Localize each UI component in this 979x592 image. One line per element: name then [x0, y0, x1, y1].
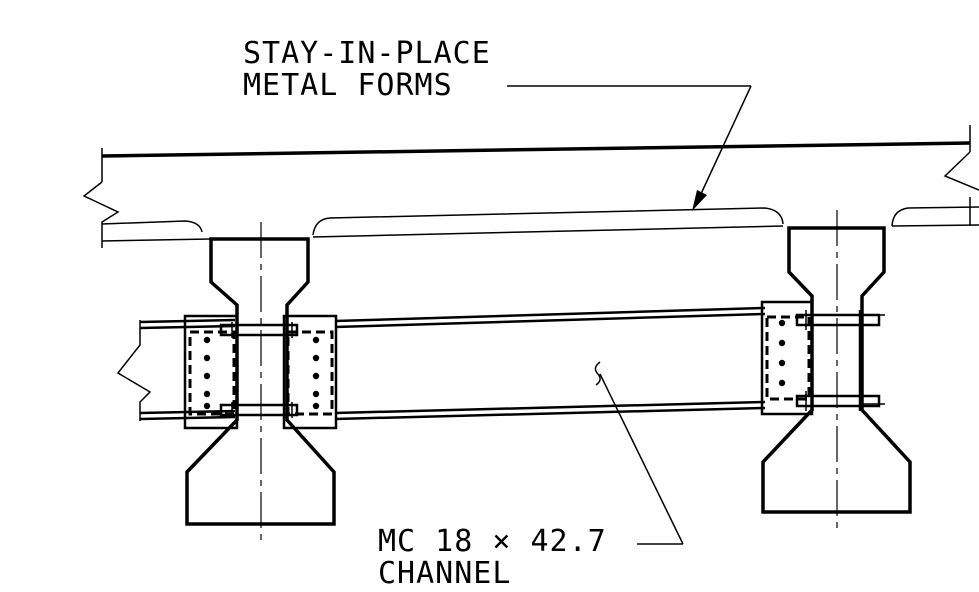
deck-left-break-mark — [82, 181, 120, 248]
right-plate-bolt-dots — [778, 319, 786, 387]
channel-main-bottom-outer — [334, 406, 766, 421]
forms-callout-line2: METAL FORMS — [243, 68, 453, 103]
mc-channel-diaphragm — [116, 306, 885, 421]
form-panel-left — [101, 220, 203, 233]
form-panel-center-underside — [312, 225, 784, 238]
deck-top-surface — [101, 141, 971, 158]
right-bolt-bottom — [795, 394, 881, 408]
right-girder-outline — [761, 226, 912, 514]
stay-in-place-forms — [101, 206, 979, 242]
channel-leader — [594, 361, 684, 545]
channel-bottom-flange-inner — [139, 409, 236, 415]
left-connection-angle-hidden — [188, 330, 236, 416]
right-through-bolts — [795, 310, 881, 411]
right-connection-plate-outer — [760, 300, 814, 416]
channel-leader-tick — [594, 361, 601, 386]
channel-callout-line2: CHANNEL — [378, 556, 512, 591]
left-connection-plate-outer — [183, 314, 239, 430]
channel-bottom-flange-outer — [139, 415, 236, 421]
channel-main-top-outer — [334, 306, 766, 323]
forms-leader — [507, 85, 752, 211]
form-panel-right-underside — [891, 224, 979, 227]
form-panel-center — [312, 207, 784, 236]
channel-top-flange-inner — [139, 324, 236, 330]
form-panel-left-underside — [101, 238, 211, 242]
left-plate-bolt-dots — [203, 336, 320, 410]
right-side-connection-angle-hidden — [286, 330, 334, 416]
channel-callout-line1: MC 18 × 42.7 — [378, 524, 607, 559]
right-bolt-top — [795, 313, 881, 327]
deck-slab — [82, 125, 979, 248]
form-panel-right — [891, 206, 979, 227]
right-connection-angle-hidden — [765, 315, 811, 401]
forms-callout-line1: STAY-IN-PLACE — [243, 36, 491, 71]
channel-break-mark — [116, 320, 152, 421]
channel-main-top-inner — [334, 312, 766, 329]
forms-leader-arrowhead — [692, 190, 707, 211]
right-side-connection-plate — [282, 314, 338, 430]
right-connection — [760, 300, 881, 416]
left-girder-outline — [185, 237, 336, 526]
channel-top-flange-outer — [139, 318, 236, 324]
channel-main-bottom-inner — [334, 400, 766, 415]
right-girder — [761, 210, 912, 530]
left-girder — [185, 222, 336, 543]
left-through-bolts — [219, 322, 299, 418]
deck-right-break-mark — [943, 151, 979, 191]
left-connection — [183, 314, 338, 430]
